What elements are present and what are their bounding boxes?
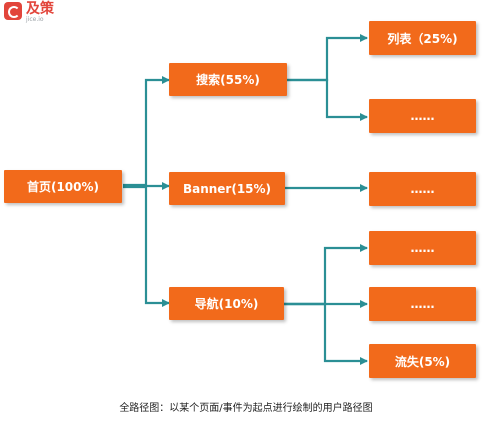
node-nav-more-1: …… — [369, 231, 476, 265]
node-banner-more: …… — [369, 172, 476, 206]
edge-home-search — [123, 76, 170, 187]
brand-logo-icon — [4, 2, 22, 20]
edge-search-more — [287, 78, 368, 121]
node-list: 列表（25%) — [369, 21, 476, 55]
node-churn: 流失(5%) — [369, 344, 476, 378]
brand-name-en: jice.io — [26, 16, 44, 23]
node-search-more: …… — [369, 99, 476, 133]
node-nav-more-2: …… — [369, 287, 476, 321]
edge-home-nav — [123, 185, 170, 307]
edge-search-list — [287, 34, 368, 82]
node-home: 首页(100%) — [4, 170, 122, 203]
brand-name-cn: 及策 — [26, 1, 54, 17]
node-banner: Banner(15%) — [169, 172, 285, 205]
node-nav: 导航(10%) — [169, 287, 284, 320]
brand-logo: 及策 jice.io — [4, 2, 74, 24]
diagram-caption: 全路径图：以某个页面/事件为起点进行绘制的用户路径图 — [119, 403, 373, 414]
node-search: 搜索(55%) — [169, 63, 287, 96]
brand-wordmark: 及策 jice.io — [26, 2, 54, 23]
edge-nav-more-1 — [284, 244, 368, 306]
edge-nav-churn — [284, 302, 368, 365]
